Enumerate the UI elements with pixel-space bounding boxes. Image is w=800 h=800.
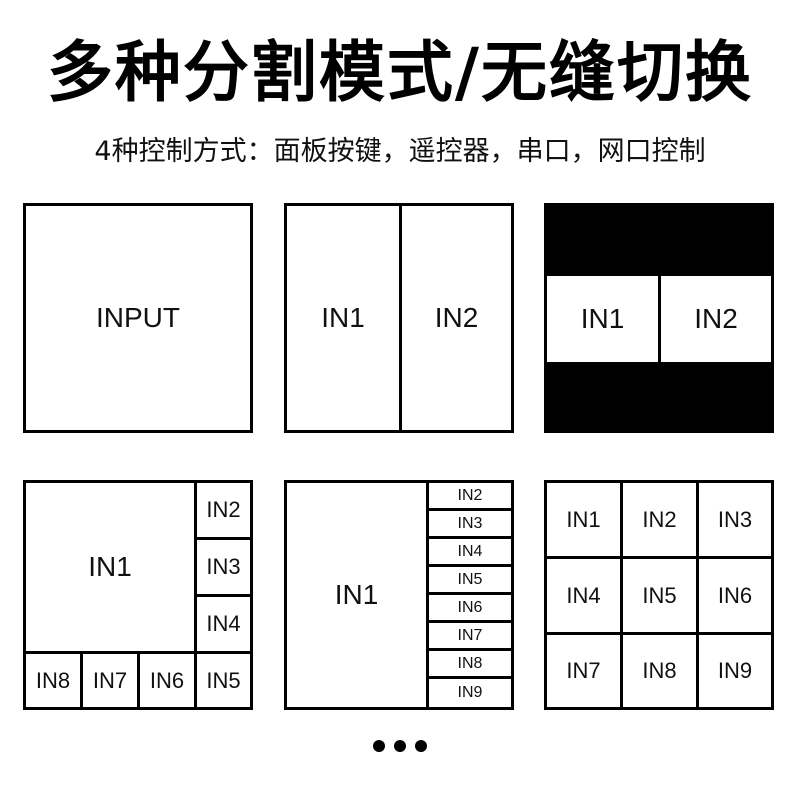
cell-in8: IN8 <box>26 654 80 707</box>
divider <box>429 564 511 567</box>
divider <box>399 206 402 430</box>
divider <box>137 654 140 707</box>
divider <box>194 483 197 707</box>
divider <box>429 508 511 511</box>
cell-in2: IN2 <box>197 483 250 537</box>
divider <box>547 556 771 559</box>
cell-in1: IN1 <box>547 276 658 362</box>
dot <box>373 740 385 752</box>
cell-in4: IN4 <box>547 559 620 632</box>
cell-in9: IN9 <box>699 635 771 707</box>
layout-grid9: IN1 IN2 IN3 IN4 IN5 IN6 IN7 IN8 IN9 <box>544 480 774 710</box>
cell-in8: IN8 <box>429 651 511 676</box>
cell-in5: IN5 <box>623 559 696 632</box>
cell-in2: IN2 <box>429 483 511 508</box>
divider <box>429 620 511 623</box>
layout-main-plus8: IN1 IN2 IN3 IN4 IN5 IN6 IN7 IN8 IN9 <box>284 480 514 710</box>
cell-in7: IN7 <box>547 635 620 707</box>
cell-in3: IN3 <box>429 511 511 536</box>
cell-in2: IN2 <box>402 206 511 430</box>
divider <box>197 594 250 597</box>
cell-in1: IN1 <box>26 483 194 651</box>
page-title: 多种分割模式/无缝切换 <box>46 34 754 111</box>
layout-split2-letterbox: IN1 IN2 <box>544 203 774 433</box>
divider <box>620 483 623 707</box>
cell-in3: IN3 <box>197 540 250 594</box>
cell-in8: IN8 <box>623 635 696 707</box>
cell-in1: IN1 <box>547 483 620 556</box>
layout-pip8: IN1 IN2 IN3 IN4 IN5 IN6 IN7 IN8 <box>23 480 253 710</box>
divider <box>80 654 83 707</box>
divider <box>429 676 511 679</box>
divider <box>547 632 771 635</box>
cell-in4: IN4 <box>197 597 250 651</box>
cell-in2: IN2 <box>661 276 771 362</box>
divider <box>426 483 429 707</box>
dot <box>394 740 406 752</box>
divider <box>429 536 511 539</box>
cell-input: INPUT <box>26 206 250 430</box>
cell-in6: IN6 <box>429 595 511 620</box>
cell-in1: IN1 <box>287 483 426 707</box>
divider <box>429 592 511 595</box>
cell-in6: IN6 <box>140 654 194 707</box>
dot <box>415 740 427 752</box>
divider <box>26 651 250 654</box>
layout-single: INPUT <box>23 203 253 433</box>
cell-in7: IN7 <box>83 654 137 707</box>
cell-in9: IN9 <box>429 679 511 707</box>
divider <box>429 648 511 651</box>
layout-split2: IN1 IN2 <box>284 203 514 433</box>
cell-in3: IN3 <box>699 483 771 556</box>
page-subtitle: 4种控制方式：面板按键，遥控器，串口，网口控制 <box>94 136 706 167</box>
cell-in6: IN6 <box>699 559 771 632</box>
divider <box>696 483 699 707</box>
cell-in5: IN5 <box>197 654 250 707</box>
more-indicator-icon <box>0 740 800 752</box>
cell-in5: IN5 <box>429 567 511 592</box>
cell-in7: IN7 <box>429 623 511 648</box>
cell-in2: IN2 <box>623 483 696 556</box>
cell-in4: IN4 <box>429 539 511 564</box>
divider <box>197 537 250 540</box>
cell-in1: IN1 <box>287 206 399 430</box>
